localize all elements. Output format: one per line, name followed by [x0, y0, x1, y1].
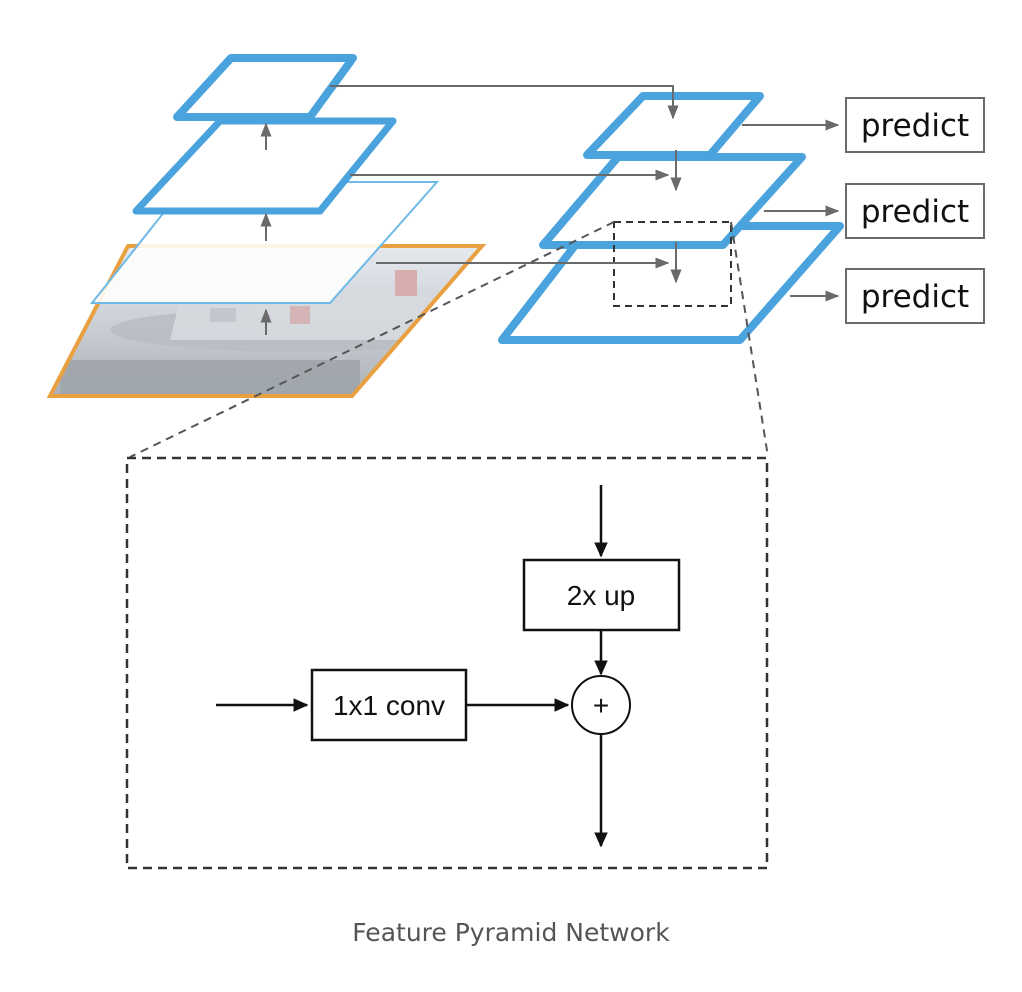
- bottom-up-level-3: [173, 54, 357, 121]
- predict-label-1: predict: [861, 108, 969, 144]
- lateral-arrow-top: [330, 85, 679, 120]
- merge-detail: 2x up 1x1 conv +: [125, 456, 769, 870]
- predict-label-3: predict: [861, 279, 969, 315]
- predict-label-2: predict: [861, 194, 969, 230]
- conv-box: 1x1 conv: [310, 668, 468, 742]
- input-image: [46, 244, 487, 398]
- sum-symbol: +: [593, 690, 609, 721]
- bottom-up-pyramid: [46, 54, 487, 398]
- upsample-box: 2x up: [522, 558, 681, 632]
- conv-label: 1x1 conv: [333, 690, 445, 721]
- detail-frame: [125, 456, 769, 870]
- lateral-connections: [330, 85, 682, 284]
- predict-box-3: predict: [845, 268, 985, 324]
- bottom-up-level-2: [132, 117, 397, 215]
- figure-caption: Feature Pyramid Network: [352, 918, 670, 947]
- sum-node: +: [571, 675, 631, 735]
- top-down-level-1: [583, 92, 764, 159]
- fpn-diagram: predict predict predict 2x up 1x1 conv: [46, 54, 985, 870]
- predict-box-2: predict: [845, 183, 985, 239]
- zoom-line-left: [129, 221, 615, 458]
- top-down-level-2: [539, 153, 806, 249]
- zoom-line-right: [730, 221, 769, 458]
- predictions: predict predict predict: [742, 97, 985, 324]
- predict-box-1: predict: [845, 97, 985, 153]
- top-down-pyramid: [498, 92, 844, 344]
- upsample-label: 2x up: [567, 580, 636, 611]
